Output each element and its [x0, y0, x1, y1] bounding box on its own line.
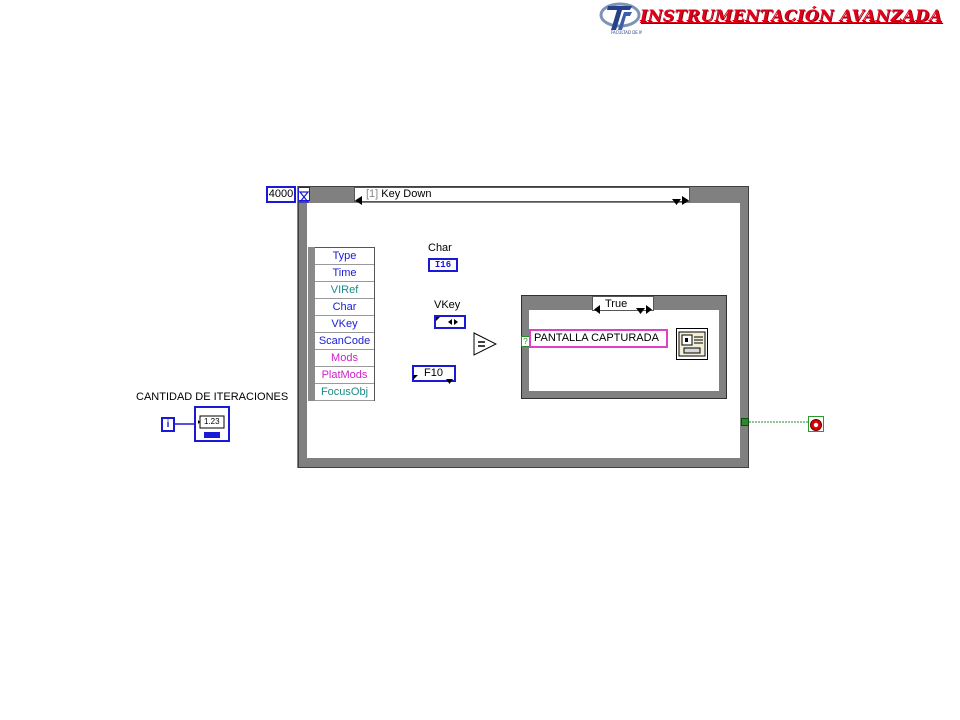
iterations-label: CANTIDAD DE ITERACIONES	[136, 391, 289, 403]
string-constant[interactable]: PANTALLA CAPTURADA	[529, 329, 668, 348]
event-data-node[interactable]	[308, 247, 375, 401]
event-data-item[interactable]: Time	[315, 265, 374, 282]
f10-value: F10	[424, 367, 443, 379]
faculty-logo-icon: FACULTAD DE INGENIERÍA	[598, 0, 663, 36]
event-data-item[interactable]: Mods	[315, 350, 374, 367]
char-indicator[interactable]: I16	[428, 258, 458, 272]
case-decrement-icon[interactable]	[594, 299, 601, 318]
event-data-node-handle	[308, 247, 315, 401]
svg-text:FACULTAD DE INGENIERÍA: FACULTAD DE INGENIERÍA	[611, 30, 642, 35]
event-data-item[interactable]: VIRef	[315, 282, 374, 299]
event-case-name: Key Down	[381, 188, 432, 200]
vkey-label: VKey	[434, 299, 461, 311]
event-data-item[interactable]: FocusObj	[315, 384, 374, 401]
case-selector[interactable]	[592, 296, 654, 311]
f10-dropdown-icon[interactable]	[446, 370, 453, 389]
dialog-vi-icon[interactable]	[676, 328, 708, 360]
f10-enum-constant[interactable]: F10	[412, 365, 456, 382]
iteration-terminal: i	[161, 417, 175, 432]
enum-arrows-icon	[436, 317, 458, 325]
char-label: Char	[428, 242, 452, 254]
case-increment-icon[interactable]	[646, 299, 653, 318]
event-data-item[interactable]: VKey	[315, 316, 374, 333]
iterations-value: 1.23	[204, 417, 220, 426]
equal-function-icon[interactable]	[473, 332, 498, 360]
event-case-selector[interactable]	[354, 187, 690, 202]
event-data-item[interactable]: Char	[315, 299, 374, 316]
enum-corner-icon	[413, 366, 419, 385]
loop-border	[298, 186, 749, 468]
vkey-indicator[interactable]	[434, 315, 466, 329]
brand-title: INSTRUMENTACIÓN AVANZADA	[640, 6, 943, 25]
case-selector-label: True	[605, 298, 628, 310]
timeout-constant[interactable]: 4000	[266, 186, 296, 203]
loop-condition-tunnel	[741, 418, 749, 426]
case-border	[521, 295, 727, 399]
event-data-item[interactable]: Type	[315, 248, 374, 265]
hourglass-icon	[298, 187, 310, 203]
event-case-label: [1] Key Down	[366, 188, 431, 200]
char-type: I16	[434, 260, 452, 270]
event-case-index: [1]	[366, 188, 379, 200]
increment-arrow-icon[interactable]	[682, 190, 690, 209]
dropdown-arrow-icon[interactable]	[672, 191, 681, 210]
event-data-item[interactable]: PlatMods	[315, 367, 374, 384]
numeric-indicator-icon	[198, 415, 225, 438]
stop-button-icon[interactable]	[808, 416, 824, 432]
event-data-item[interactable]: ScanCode	[315, 333, 374, 350]
iterations-indicator[interactable]: 1.23	[194, 406, 230, 442]
case-dropdown-icon[interactable]	[636, 300, 645, 319]
decrement-arrow-icon[interactable]	[355, 190, 363, 209]
